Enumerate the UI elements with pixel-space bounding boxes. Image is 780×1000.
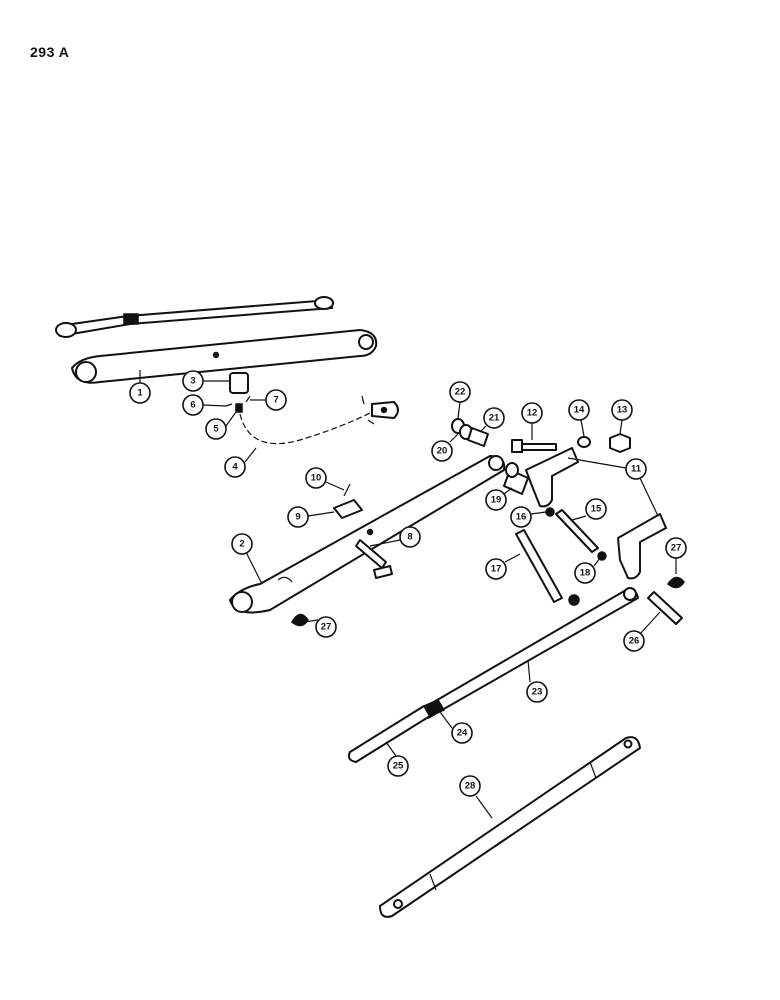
- svg-text:17: 17: [491, 564, 502, 575]
- bell-crank-11: [525, 447, 667, 580]
- bracket-plate-3: [229, 372, 249, 394]
- callout-1: 1: [129, 370, 151, 404]
- svg-text:24: 24: [457, 728, 468, 739]
- callout-5: 5: [205, 411, 237, 440]
- svg-text:22: 22: [455, 387, 466, 398]
- page-number: 293 A: [30, 44, 70, 60]
- callout-6: 6: [182, 394, 227, 416]
- washer-14: [577, 436, 591, 448]
- callout-12: 12: [521, 402, 543, 440]
- callout-11: 11: [567, 457, 659, 517]
- svg-text:14: 14: [574, 405, 585, 416]
- callout-9: 9: [287, 506, 335, 528]
- pins-5-6-7: [225, 395, 251, 413]
- nut-18b: [568, 594, 580, 606]
- svg-text:13: 13: [617, 405, 628, 416]
- svg-text:1: 1: [137, 388, 143, 399]
- plate-9: [333, 499, 363, 519]
- callout-7: 7: [250, 389, 287, 411]
- callout-3: 3: [182, 370, 230, 392]
- lift-arm-2: [229, 455, 519, 614]
- callout-26: 26: [623, 611, 661, 652]
- bolt-15: [555, 509, 599, 553]
- callout-20: 20: [431, 431, 461, 462]
- svg-text:23: 23: [532, 687, 543, 698]
- bushings-20-22: [451, 418, 529, 495]
- callout-10: 10: [305, 467, 345, 491]
- bolt-17: [515, 529, 563, 603]
- svg-text:4: 4: [232, 462, 238, 473]
- svg-text:21: 21: [489, 413, 500, 424]
- callout-23: 23: [526, 659, 548, 703]
- callout-2: 2: [231, 533, 263, 585]
- callout-14: 14: [568, 399, 590, 437]
- t-pin-8: [355, 539, 393, 579]
- callout-24: 24: [439, 711, 473, 744]
- callout-28: 28: [459, 775, 493, 819]
- bolt-12: [511, 439, 557, 453]
- callout-4: 4: [224, 447, 257, 478]
- svg-text:28: 28: [465, 781, 476, 792]
- leveling-rod-23: [347, 587, 639, 763]
- upper-link-rod: [55, 296, 334, 338]
- svg-text:12: 12: [527, 408, 538, 419]
- svg-text:19: 19: [491, 495, 502, 506]
- check-chain-4: [239, 395, 399, 445]
- lift-arm-1: [71, 329, 378, 384]
- washer-16: [545, 507, 555, 517]
- svg-text:6: 6: [190, 400, 195, 411]
- callout-18: 18: [574, 557, 601, 584]
- callout-13: 13: [611, 399, 633, 435]
- callout-27-right: 27: [665, 537, 687, 574]
- svg-text:27: 27: [321, 622, 332, 633]
- svg-text:9: 9: [295, 512, 300, 523]
- callout-16: 16: [510, 506, 547, 528]
- callout-22: 22: [449, 381, 471, 419]
- callout-17: 17: [485, 553, 521, 580]
- callout-25: 25: [385, 741, 409, 777]
- callout-27-left: 27: [303, 616, 337, 638]
- svg-text:16: 16: [516, 512, 527, 523]
- svg-text:15: 15: [591, 504, 602, 515]
- callout-19: 19: [485, 487, 513, 511]
- svg-text:5: 5: [213, 424, 219, 435]
- svg-text:10: 10: [311, 473, 322, 484]
- callout-15: 15: [571, 498, 607, 521]
- pin-10: [343, 483, 351, 497]
- svg-text:2: 2: [239, 539, 244, 550]
- svg-text:26: 26: [629, 636, 640, 647]
- svg-text:7: 7: [273, 395, 278, 406]
- pin-26: [647, 591, 683, 625]
- callout-21: 21: [479, 407, 505, 433]
- nut-13: [609, 433, 631, 453]
- svg-text:20: 20: [437, 446, 448, 457]
- callout-8: 8: [369, 526, 421, 548]
- drawbar-28: [379, 736, 641, 918]
- svg-text:11: 11: [631, 464, 642, 475]
- svg-text:25: 25: [393, 761, 404, 772]
- svg-text:3: 3: [190, 376, 195, 387]
- svg-text:8: 8: [407, 532, 412, 543]
- svg-text:18: 18: [580, 568, 591, 579]
- clip-27-right: [666, 576, 685, 589]
- clip-27-left: [291, 613, 309, 627]
- svg-text:27: 27: [671, 543, 682, 554]
- callout-group: 1 3 6 7 5 4 22 21 20 12 14 13 11 19 15 1…: [129, 370, 687, 819]
